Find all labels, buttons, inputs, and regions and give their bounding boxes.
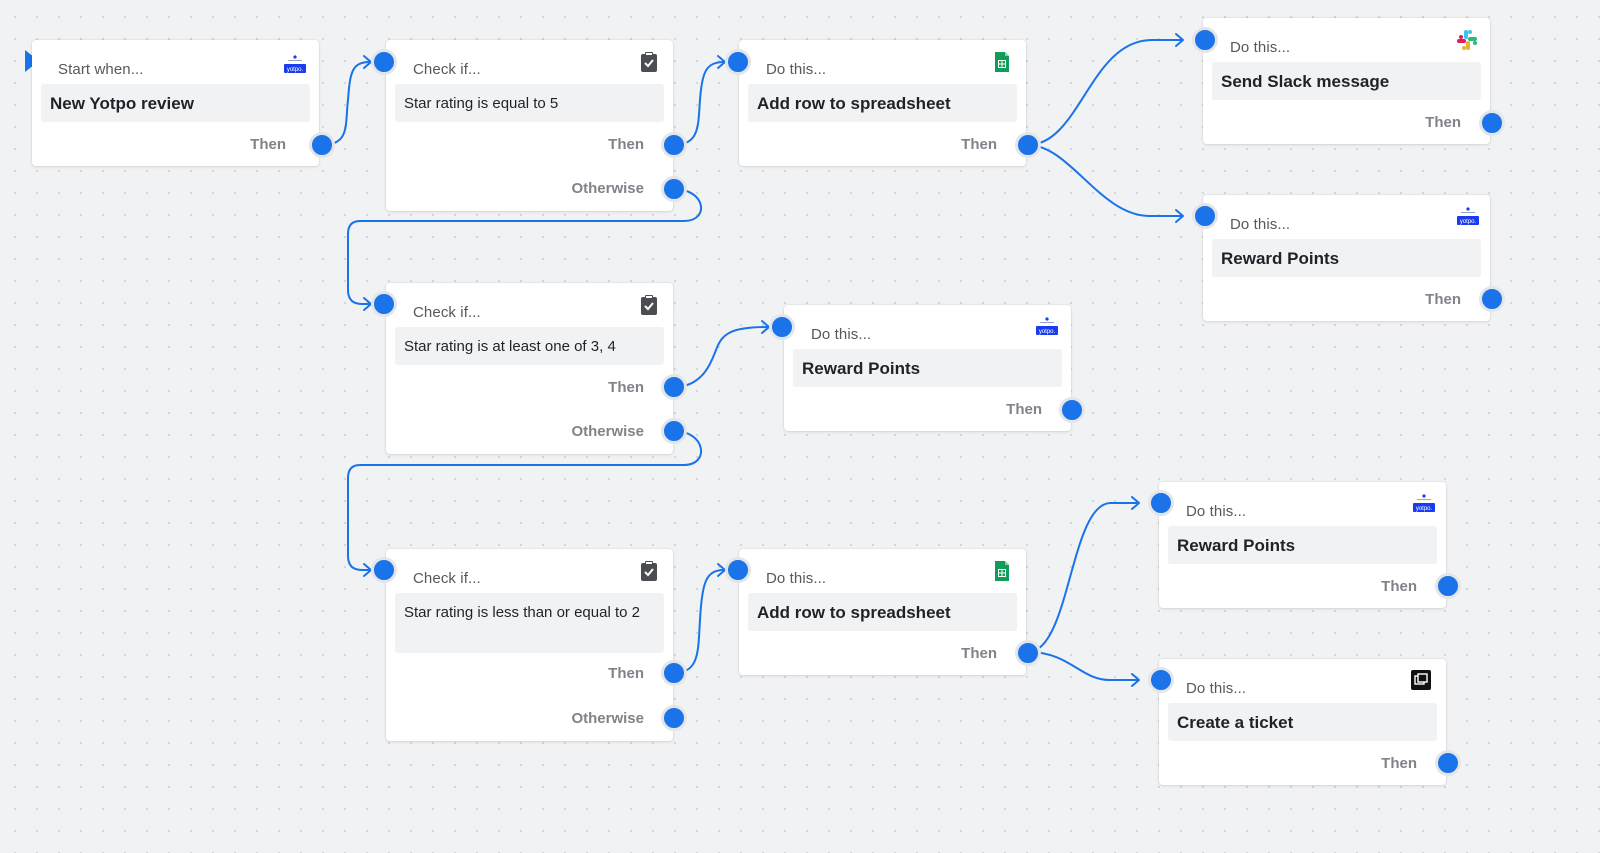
output-port-then[interactable] xyxy=(1479,110,1505,136)
input-port[interactable] xyxy=(769,314,795,340)
then-label: Then xyxy=(608,665,644,682)
google-sheets-icon xyxy=(995,561,1009,581)
node-title: Create a ticket xyxy=(1168,703,1437,741)
node-title: Reward Points xyxy=(793,349,1062,387)
output-port-then[interactable] xyxy=(1059,397,1085,423)
check-node-2[interactable]: Check if... Star rating is at least one … xyxy=(386,283,673,454)
node-header: Do this... xyxy=(1186,680,1247,697)
yotpo-logo-icon: yotpo. xyxy=(1413,494,1435,512)
input-port[interactable] xyxy=(371,557,397,583)
then-label: Then xyxy=(1006,401,1042,418)
action-node-reward-points-1[interactable]: Do this... yotpo. Reward Points Then xyxy=(1203,195,1490,321)
output-port-then[interactable] xyxy=(661,132,687,158)
then-label: Then xyxy=(250,136,286,153)
clipboard-check-icon xyxy=(641,561,657,581)
clipboard-check-icon xyxy=(641,52,657,72)
output-port-otherwise[interactable] xyxy=(661,705,687,731)
slack-icon xyxy=(1457,30,1477,50)
condition-text: Star rating is equal to 5 xyxy=(395,84,664,122)
action-node-create-ticket[interactable]: Do this... Create a ticket Then xyxy=(1159,659,1446,785)
action-node-add-row-2[interactable]: Do this... Add row to spreadsheet Then xyxy=(739,549,1026,675)
otherwise-label: Otherwise xyxy=(571,180,644,197)
node-header: Do this... xyxy=(1186,503,1247,520)
input-port[interactable] xyxy=(725,49,751,75)
svg-text:yotpo.: yotpo. xyxy=(1039,329,1056,335)
action-node-send-slack[interactable]: Do this... Send Slack message Then xyxy=(1203,18,1490,144)
condition-text: Star rating is at least one of 3, 4 xyxy=(395,327,664,365)
output-port-then[interactable] xyxy=(309,132,335,158)
input-port[interactable] xyxy=(371,291,397,317)
connector-sheet2-to-reward3 xyxy=(1027,502,1139,653)
input-port[interactable] xyxy=(725,557,751,583)
output-port-then[interactable] xyxy=(1435,573,1461,599)
action-node-reward-points-2[interactable]: Do this... yotpo. Reward Points Then xyxy=(784,305,1071,431)
action-node-add-row-1[interactable]: Do this... Add row to spreadsheet Then xyxy=(739,40,1026,166)
connector-check3-then-to-sheet2 xyxy=(673,569,725,674)
input-port[interactable] xyxy=(1192,27,1218,53)
then-label: Then xyxy=(1381,578,1417,595)
then-label: Then xyxy=(961,136,997,153)
node-header: Do this... xyxy=(811,326,872,343)
otherwise-label: Otherwise xyxy=(571,423,644,440)
output-port-then[interactable] xyxy=(661,660,687,686)
node-title: Reward Points xyxy=(1168,526,1437,564)
input-port[interactable] xyxy=(1148,667,1174,693)
node-header: Check if... xyxy=(413,570,481,587)
connector-sheet2-to-ticket xyxy=(1027,651,1139,681)
svg-text:yotpo.: yotpo. xyxy=(1416,506,1433,512)
then-label: Then xyxy=(1425,114,1461,131)
input-port[interactable] xyxy=(1148,490,1174,516)
yotpo-logo-icon: yotpo. xyxy=(1457,207,1479,225)
node-title: Send Slack message xyxy=(1212,62,1481,100)
node-header: Do this... xyxy=(1230,39,1291,56)
svg-text:yotpo.: yotpo. xyxy=(287,67,304,73)
then-label: Then xyxy=(961,645,997,662)
connector-trigger-to-check1 xyxy=(321,61,371,146)
output-port-otherwise[interactable] xyxy=(661,418,687,444)
output-port-then[interactable] xyxy=(1015,640,1041,666)
input-port[interactable] xyxy=(1192,203,1218,229)
output-port-then[interactable] xyxy=(1435,750,1461,776)
node-header: Check if... xyxy=(413,304,481,321)
google-sheets-icon xyxy=(995,52,1009,72)
clipboard-check-icon xyxy=(641,295,657,315)
node-title: Add row to spreadsheet xyxy=(748,84,1017,122)
then-label: Then xyxy=(608,136,644,153)
connector-check1-then-to-sheet1 xyxy=(673,61,725,146)
then-label: Then xyxy=(1425,291,1461,308)
node-header: Check if... xyxy=(413,61,481,78)
check-node-3[interactable]: Check if... Star rating is less than or … xyxy=(386,549,673,741)
then-label: Then xyxy=(608,379,644,396)
svg-text:yotpo.: yotpo. xyxy=(1460,219,1477,225)
output-port-then[interactable] xyxy=(1479,286,1505,312)
node-header: Do this... xyxy=(1230,216,1291,233)
node-title: Reward Points xyxy=(1212,239,1481,277)
node-header: Do this... xyxy=(766,61,827,78)
yotpo-logo-icon: yotpo. xyxy=(1036,317,1058,335)
input-port[interactable] xyxy=(371,49,397,75)
connector-sheet1-to-slack xyxy=(1027,39,1183,146)
trigger-node[interactable]: Start when... yotpo. New Yotpo review Th… xyxy=(32,40,319,166)
output-port-then[interactable] xyxy=(661,374,687,400)
check-node-1[interactable]: Check if... Star rating is equal to 5 Th… xyxy=(386,40,673,211)
node-header: Start when... xyxy=(58,61,144,78)
otherwise-label: Otherwise xyxy=(571,710,644,727)
node-title: Add row to spreadsheet xyxy=(748,593,1017,631)
node-header: Do this... xyxy=(766,570,827,587)
output-port-then[interactable] xyxy=(1015,132,1041,158)
condition-text: Star rating is less than or equal to 2 xyxy=(395,593,664,653)
connector-check2-then-to-reward2 xyxy=(673,326,769,388)
yotpo-logo-icon: yotpo. xyxy=(284,55,306,73)
then-label: Then xyxy=(1381,755,1417,772)
connector-sheet1-to-reward1 xyxy=(1027,144,1183,217)
node-title: New Yotpo review xyxy=(41,84,310,122)
action-node-reward-points-3[interactable]: Do this... yotpo. Reward Points Then xyxy=(1159,482,1446,608)
output-port-otherwise[interactable] xyxy=(661,176,687,202)
ticket-icon xyxy=(1411,670,1431,690)
